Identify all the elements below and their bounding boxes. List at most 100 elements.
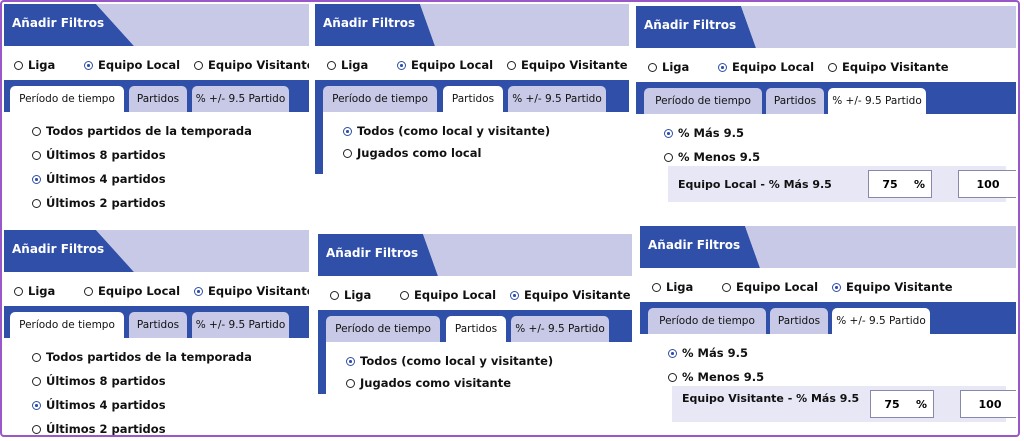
radio-circle-icon xyxy=(32,377,41,386)
tab-periodo[interactable]: Período de tiempo xyxy=(644,88,762,114)
radio-circle-icon xyxy=(32,127,41,136)
tab-periodo[interactable]: Período de tiempo xyxy=(10,86,124,112)
header-accent xyxy=(134,230,309,272)
tab-partidos[interactable]: Partidos xyxy=(129,86,187,112)
header-accent xyxy=(760,226,1016,268)
radio-circle-icon xyxy=(330,291,339,300)
range-value: 100 xyxy=(978,398,1002,411)
scope-radio-liga[interactable]: Liga xyxy=(648,60,689,74)
tab-porcentaje[interactable]: % +/- 9.5 Partido xyxy=(511,316,609,342)
scope-radio-liga[interactable]: Liga xyxy=(14,58,55,72)
option-radio[interactable]: Últimos 2 partidos xyxy=(32,196,166,210)
range-min-input[interactable]: 75% xyxy=(870,390,934,418)
scope-radio-equipo-visitante[interactable]: Equipo Visitante xyxy=(194,58,309,72)
option-radio[interactable]: Últimos 2 partidos xyxy=(32,422,166,435)
scope-radio-equipo-visitante[interactable]: Equipo Visitante xyxy=(832,280,953,294)
scope-radio-equipo-local[interactable]: Equipo Local xyxy=(84,58,180,72)
tab-partidos[interactable]: Partidos xyxy=(446,316,506,342)
range-max-input[interactable]: 100% xyxy=(960,390,1016,418)
tab-porcentaje[interactable]: % +/- 9.5 Partido xyxy=(832,308,930,334)
option-label: Últimos 2 partidos xyxy=(46,196,166,210)
range-filter-row: Equipo Local - % Más 9.5 75% 100% xyxy=(668,166,1016,202)
option-radio[interactable]: % Menos 9.5 xyxy=(668,370,764,384)
radio-circle-icon xyxy=(194,287,203,296)
radio-circle-icon xyxy=(32,199,41,208)
scope-radio-liga[interactable]: Liga xyxy=(14,284,55,298)
range-min-input[interactable]: 75% xyxy=(868,170,932,198)
header-accent xyxy=(435,4,629,46)
scope-radio-equipo-local[interactable]: Equipo Local xyxy=(397,58,493,72)
option-radio[interactable]: Jugados como visitante xyxy=(346,376,511,390)
option-label: % Menos 9.5 xyxy=(682,370,765,384)
tab-periodo[interactable]: Período de tiempo xyxy=(326,316,440,342)
tab-porcentaje[interactable]: % +/- 9.5 Partido xyxy=(828,88,926,114)
percent-unit: % xyxy=(915,398,927,411)
scope-radio-liga[interactable]: Liga xyxy=(327,58,368,72)
tab-partidos[interactable]: Partidos xyxy=(129,312,187,338)
tab-porcentaje[interactable]: % +/- 9.5 Partido xyxy=(192,86,289,112)
option-radio[interactable]: Últimos 4 partidos xyxy=(32,398,166,412)
option-radio[interactable]: Todos partidos de la temporada xyxy=(32,124,252,138)
tab-periodo[interactable]: Período de tiempo xyxy=(10,312,124,338)
scope-radio-equipo-visitante[interactable]: Equipo Visitante xyxy=(828,60,949,74)
radio-circle-icon xyxy=(32,175,41,184)
radio-circle-icon xyxy=(32,425,41,434)
range-max-input[interactable]: 100% xyxy=(958,170,1016,198)
radio-circle-icon xyxy=(400,291,409,300)
option-radio[interactable]: % Más 9.5 xyxy=(664,126,744,140)
radio-circle-icon xyxy=(397,61,406,70)
tab-porcentaje[interactable]: % +/- 9.5 Partido xyxy=(192,312,289,338)
header-bar xyxy=(318,234,423,276)
option-radio[interactable]: Últimos 4 partidos xyxy=(32,172,166,186)
range-filter-label: Equipo Local - % Más 9.5 xyxy=(678,178,832,191)
scope-radio-liga[interactable]: Liga xyxy=(330,288,371,302)
panel-title: Añadir Filtros xyxy=(326,246,419,260)
option-radio[interactable]: Jugados como local xyxy=(343,146,481,160)
scope-radio-equipo-local[interactable]: Equipo Local xyxy=(722,280,818,294)
radio-label: Equipo Visitante xyxy=(208,58,309,72)
scope-radio-liga[interactable]: Liga xyxy=(652,280,693,294)
tab-periodo[interactable]: Período de tiempo xyxy=(323,86,437,112)
tab-periodo[interactable]: Período de tiempo xyxy=(648,308,766,334)
option-radio[interactable]: Últimos 8 partidos xyxy=(32,148,166,162)
radio-circle-icon xyxy=(14,287,23,296)
option-radio[interactable]: % Menos 9.5 xyxy=(664,150,760,164)
radio-circle-icon xyxy=(652,283,661,292)
scope-radio-equipo-local[interactable]: Equipo Local xyxy=(400,288,496,302)
scope-radio-equipo-visitante[interactable]: Equipo Visitante xyxy=(507,58,628,72)
scope-radio-group: Liga Equipo Local Equipo Visitante xyxy=(636,48,1016,82)
tab-partidos[interactable]: Partidos xyxy=(770,308,828,334)
percent-unit: % xyxy=(913,178,925,191)
scope-radio-equipo-visitante[interactable]: Equipo Visitante xyxy=(510,288,631,302)
tab-porcentaje[interactable]: % +/- 9.5 Partido xyxy=(508,86,606,112)
option-radio[interactable]: Últimos 8 partidos xyxy=(32,374,166,388)
option-label: Todos partidos de la temporada xyxy=(46,350,252,364)
option-label: Jugados como local xyxy=(357,146,482,160)
range-value: 75 xyxy=(882,178,898,191)
tab-partidos[interactable]: Partidos xyxy=(443,86,503,112)
radio-circle-icon xyxy=(343,149,352,158)
option-radio[interactable]: % Más 9.5 xyxy=(668,346,748,360)
option-radio[interactable]: Todos (como local y visitante) xyxy=(343,124,550,138)
scope-radio-equipo-visitante[interactable]: Equipo Visitante xyxy=(194,284,309,298)
panel-title: Añadir Filtros xyxy=(323,16,416,30)
header-bar xyxy=(636,6,741,48)
radio-circle-icon xyxy=(510,291,519,300)
tab-partidos[interactable]: Partidos xyxy=(766,88,824,114)
radio-circle-icon xyxy=(718,63,727,72)
scope-radio-equipo-local[interactable]: Equipo Local xyxy=(718,60,814,74)
scope-radio-equipo-local[interactable]: Equipo Local xyxy=(84,284,180,298)
option-radio[interactable]: Todos partidos de la temporada xyxy=(32,350,252,364)
radio-circle-icon xyxy=(832,283,841,292)
panel-left-border xyxy=(315,112,323,174)
radio-label: Liga xyxy=(341,58,369,72)
radio-circle-icon xyxy=(14,61,23,70)
header-slant xyxy=(96,230,134,272)
option-radio[interactable]: Todos (como local y visitante) xyxy=(346,354,553,368)
range-filter-label: Equipo Visitante - % Más 9.5 xyxy=(682,392,860,405)
option-label: Todos (como local y visitante) xyxy=(360,354,554,368)
radio-label: Equipo Visitante xyxy=(524,288,631,302)
